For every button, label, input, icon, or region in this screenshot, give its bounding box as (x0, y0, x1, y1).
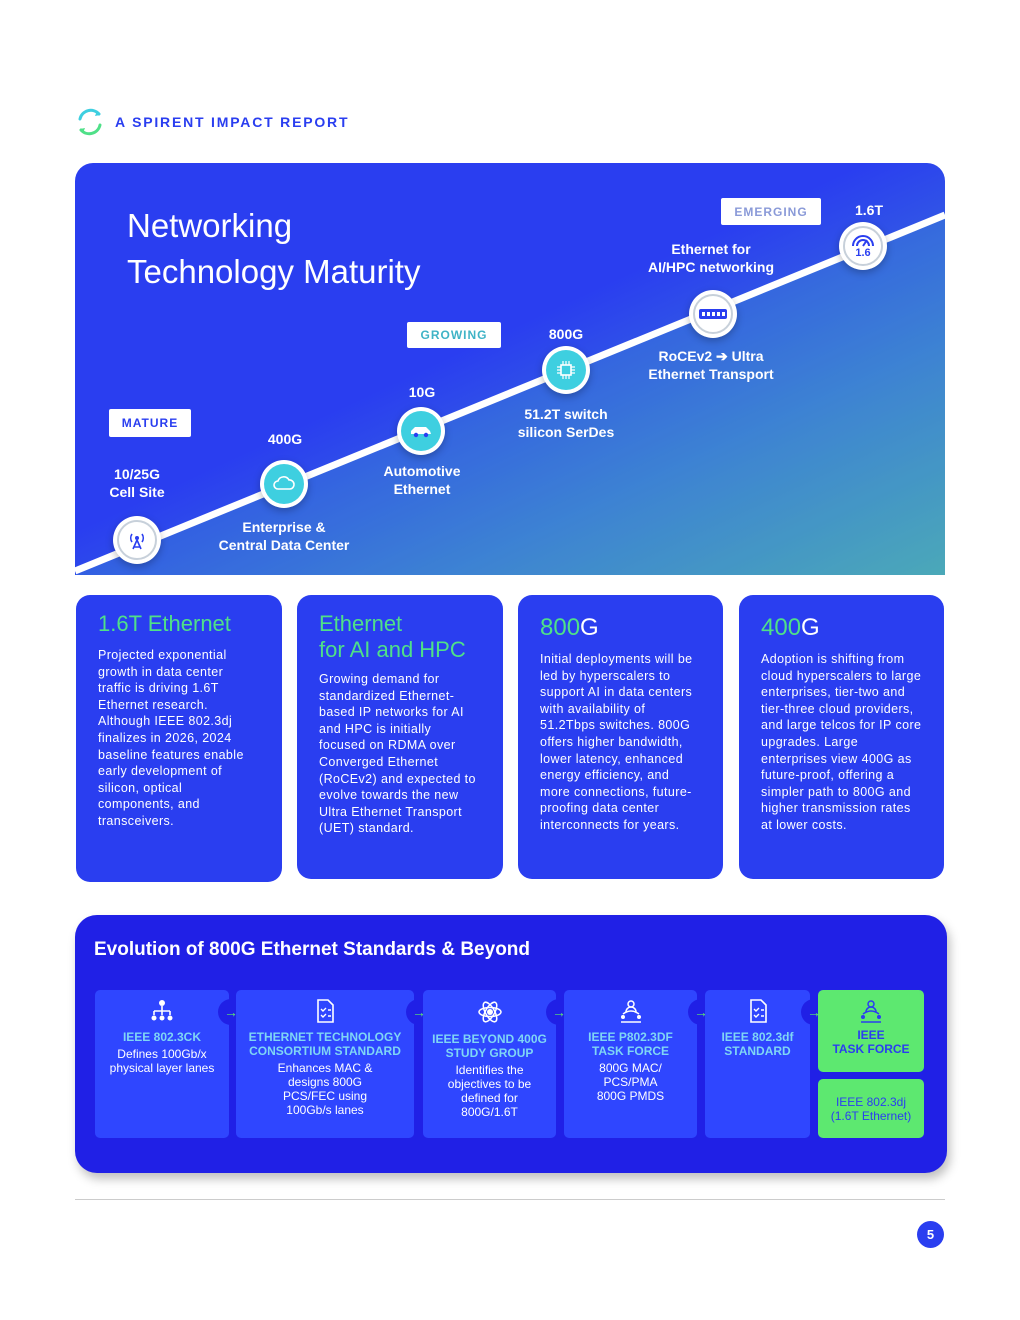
evo-step-desc: Defines 100Gb/x physical layer lanes (109, 1047, 215, 1075)
point-800g-speed: 800G (548, 326, 584, 342)
network-atom-icon (477, 1001, 502, 1023)
cloud-icon (273, 476, 295, 490)
evo-step-desc: 800G MAC/ PCS/PMA 800G PMDS (596, 1061, 665, 1103)
card-title: 1.6T Ethernet (98, 611, 231, 636)
point-1-6t-node: 1.6 (839, 222, 887, 270)
card-text: Initial deployments will be led by hyper… (540, 652, 693, 832)
card-800g: 800G Initial deployments will be led by … (518, 595, 723, 879)
speed-gauge-icon (852, 234, 874, 247)
stage-badge-emerging: EMERGING (721, 198, 821, 225)
antenna-icon (129, 533, 145, 550)
maturity-hero: Networking Technology Maturity MATURE GR… (75, 163, 945, 575)
point-1-6t-desc: Ethernet for AI/HPC networking (647, 241, 775, 275)
point-rocev2-node (689, 290, 737, 338)
card-title: 400G (761, 614, 820, 641)
point-rocev2-desc: RoCEv2 ➔ Ultra Ethernet Transport (648, 348, 774, 382)
evo-step-ieee-802-3ck: IEEE 802.3CK Defines 100Gb/x physical la… (95, 990, 229, 1138)
card-text: Projected exponential growth in data cen… (98, 648, 244, 828)
point-1-6t-speed: 1.6T (854, 202, 884, 218)
evo-step-ieee-task-force: IEEE TASK FORCE (818, 990, 924, 1072)
evolution-title: Evolution of 800G Ethernet Standards & B… (94, 939, 531, 960)
evo-step-802-3dj: IEEE 802.3dj (1.6T Ethernet) (818, 1079, 924, 1138)
card-400g: 400G Adoption is shifting from cloud hyp… (739, 595, 944, 879)
evo-step-desc: Enhances MAC & designs 800G PCS/FEC usin… (277, 1061, 373, 1117)
point-cell-site-label: 10/25G Cell Site (109, 466, 165, 500)
team-icon (861, 1000, 881, 1023)
point-10g-node (397, 407, 445, 455)
document-check-icon (317, 999, 334, 1023)
evo-step-etc-standard: ETHERNET TECHNOLOGY CONSORTIUM STANDARD … (236, 990, 414, 1138)
team-icon (620, 1000, 641, 1023)
point-400g-speed: 400G (267, 431, 303, 447)
card-title: Ethernet for AI and HPC (319, 611, 466, 662)
point-800g-node (542, 346, 590, 394)
evo-step-beyond-400g: IEEE BEYOND 400G STUDY GROUP Identifies … (423, 990, 556, 1138)
card-title: 800G (540, 614, 599, 641)
point-10g-speed: 10G (408, 384, 436, 400)
point-cell-site-node (113, 516, 161, 564)
hierarchy-icon (151, 1000, 173, 1021)
document-check-icon (749, 999, 767, 1023)
evo-step-sub: IEEE 802.3dj (1.6T Ethernet) (830, 1094, 912, 1123)
report-label: A SPIRENT IMPACT REPORT (115, 114, 350, 130)
evo-step-title: IEEE 802.3CK (122, 1030, 202, 1044)
evo-step-title: IEEE 802.3df STANDARD (721, 1030, 794, 1058)
stage-badge-mature: MATURE (109, 409, 191, 437)
page-number: 5 (917, 1221, 944, 1248)
evo-step-title: IEEE TASK FORCE (832, 1028, 910, 1056)
card-ethernet-ai-hpc: Ethernet for AI and HPC Growing demand f… (297, 595, 503, 879)
evo-step-802-3df-standard: IEEE 802.3df STANDARD (705, 990, 810, 1138)
chip-icon (557, 361, 575, 379)
report-header: A SPIRENT IMPACT REPORT (75, 106, 349, 138)
stage-badge-growing: GROWING (407, 322, 501, 348)
evo-step-title: ETHERNET TECHNOLOGY CONSORTIUM STANDARD (248, 1030, 402, 1058)
point-10g-desc: Automotive Ethernet (383, 463, 461, 497)
card-text: Adoption is shifting from cloud hypersca… (761, 652, 922, 832)
gauge-value: 1.6 (855, 246, 871, 259)
evo-step-title: IEEE BEYOND 400G STUDY GROUP (432, 1032, 547, 1060)
point-800g-desc: 51.2T switch silicon SerDes (517, 406, 615, 440)
evo-step-title: IEEE P802.3DF TASK FORCE (588, 1030, 673, 1058)
point-400g-node (260, 460, 308, 508)
point-400g-desc: Enterprise & Central Data Center (218, 519, 350, 553)
card-text: Growing demand for standardized Ethernet… (319, 672, 476, 836)
car-icon (411, 427, 431, 438)
evo-step-desc: Identifies the objectives to be defined … (447, 1063, 532, 1119)
spirent-logo-icon (78, 108, 102, 136)
card-1-6t-ethernet: 1.6T Ethernet Projected exponential grow… (76, 595, 282, 882)
switch-icon (699, 309, 727, 319)
evo-step-p802-3df-task-force: IEEE P802.3DF TASK FORCE 800G MAC/ PCS/P… (564, 990, 697, 1138)
footer-divider (75, 1199, 945, 1200)
evolution-panel: Evolution of 800G Ethernet Standards & B… (75, 915, 947, 1173)
hero-title: Networking Technology Maturity (127, 207, 421, 290)
